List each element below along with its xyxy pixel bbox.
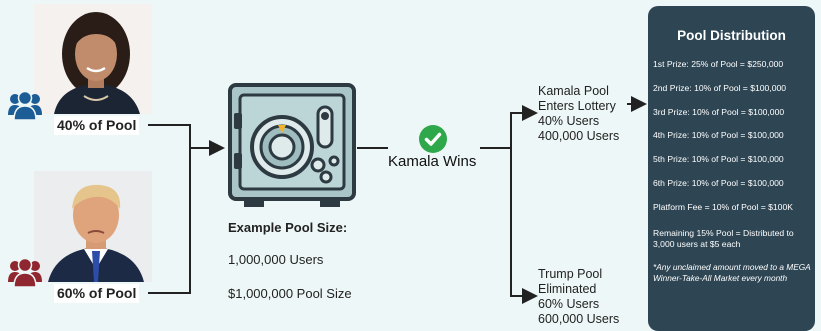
trump-pool-label: 60% of Pool [54,284,140,303]
safe-icon [226,81,358,218]
users-icon [8,89,42,126]
prize-item: 6th Prize: 10% of Pool = $100,000 [653,178,784,188]
outcome-line: 600,000 Users [538,312,620,326]
example-users: 1,000,000 Users [228,252,324,267]
outcome-line: 40% Users [538,114,600,128]
outcome-line: 60% Users [538,297,600,311]
prize-item: 4th Prize: 10% of Pool = $100,000 [653,130,784,140]
pool-distribution-panel: Pool Distribution 1st Prize: 25% of Pool… [648,6,815,331]
remaining-pool-note: Remaining 15% Pool = Distributed to 3,00… [653,228,794,249]
panel-title: Pool Distribution [677,28,786,43]
outcome-line: Eliminated [538,282,597,296]
example-pool-size: $1,000,000 Pool Size [228,286,352,301]
outcome-line: Enters Lottery [538,99,616,113]
kamala-outcome: Kamala Pool Enters Lottery 40% Users 400… [538,84,619,144]
unclaimed-footnote: *Any unclaimed amount moved to a MEGA Wi… [653,262,811,283]
to-trump-outcome [510,148,538,304]
prize-item: 5th Prize: 10% of Pool = $100,000 [653,154,784,164]
outcome-line: Trump Pool [538,267,603,281]
trump-outcome: Trump Pool Eliminated 60% Users 600,000 … [538,267,619,327]
example-title: Example Pool Size: [228,220,348,235]
trump-connector [148,148,191,294]
outcome-line: 400,000 Users [538,129,620,143]
trump-photo [34,171,152,282]
prize-item: 1st Prize: 25% of Pool = $250,000 [653,59,784,69]
prize-item: 3rd Prize: 10% of Pool = $100,000 [653,107,785,117]
kamala-photo [34,4,152,114]
platform-fee: Platform Fee = 10% of Pool = $100K [653,202,793,212]
kamala-pool-label: 40% of Pool [54,116,140,135]
kamala-connector [148,124,225,156]
check-circle-icon [419,125,447,158]
to-kamala-outcome [510,105,538,148]
result-label: Kamala Wins [388,153,477,170]
prize-item: 2nd Prize: 10% of Pool = $100,000 [653,83,787,93]
outcome-line: Kamala Pool [538,84,609,98]
users-icon [8,256,42,293]
